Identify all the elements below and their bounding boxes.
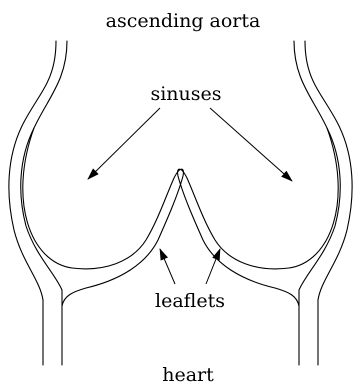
leaflet-arrow-left: [160, 249, 175, 284]
sinus-arrow-right: [210, 108, 292, 181]
label-leaflets: leaflets: [155, 290, 225, 312]
label-ascending-aorta: ascending aorta: [106, 10, 261, 32]
right-wall-outer: [305, 41, 352, 365]
left-wall-outer: [9, 41, 56, 365]
right-sinus-leaflet: [178, 128, 339, 306]
label-heart: heart: [162, 364, 214, 386]
left-sinus-contour: [23, 128, 184, 306]
right-wall: [294, 41, 352, 365]
left-sinus-leaflet: [23, 128, 184, 306]
left-wall: [9, 41, 67, 365]
label-sinuses: sinuses: [150, 83, 221, 105]
sinus-arrow-left: [88, 108, 160, 179]
right-sinus-contour: [178, 128, 339, 306]
arrows: [88, 108, 292, 284]
